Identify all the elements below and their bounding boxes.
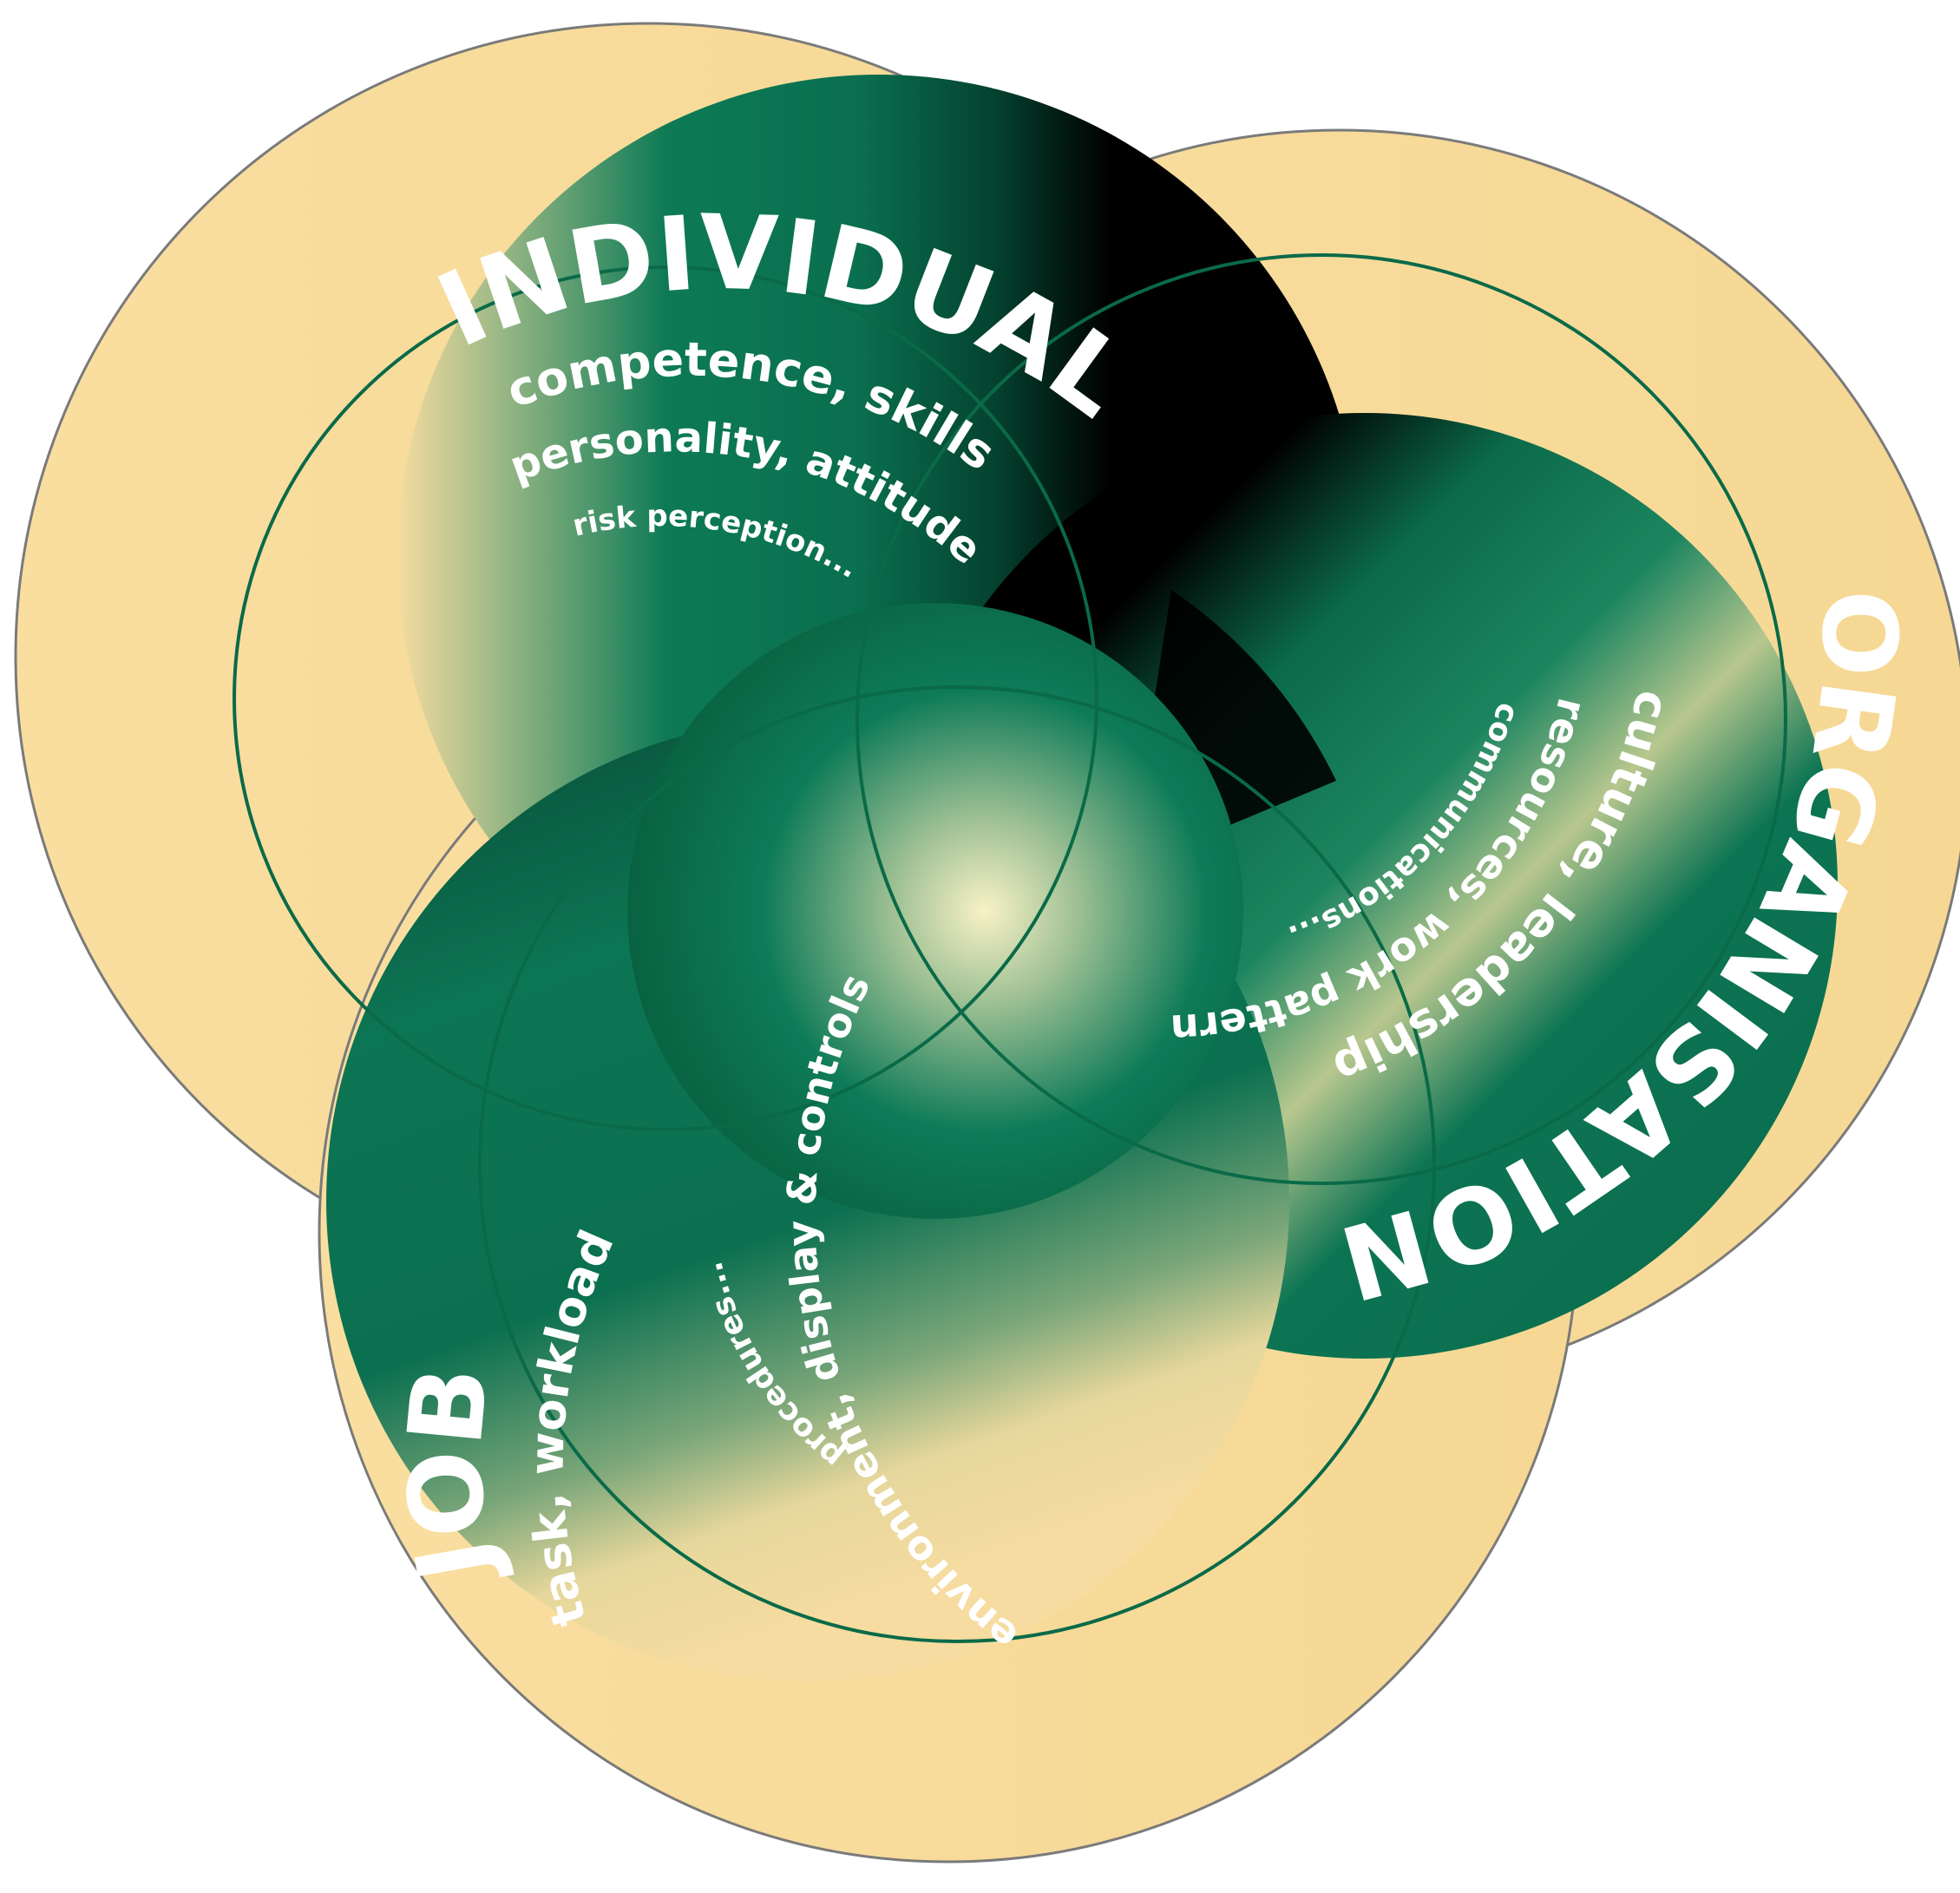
center-sphere (627, 603, 1243, 1219)
individual-inner-circle (233, 265, 1098, 1131)
organisation-inner-circle (855, 253, 1787, 1185)
job-title: JOB (384, 1361, 518, 1595)
job-inner-circle (478, 685, 1436, 1643)
svg-text:JOB: JOB (384, 1361, 518, 1595)
